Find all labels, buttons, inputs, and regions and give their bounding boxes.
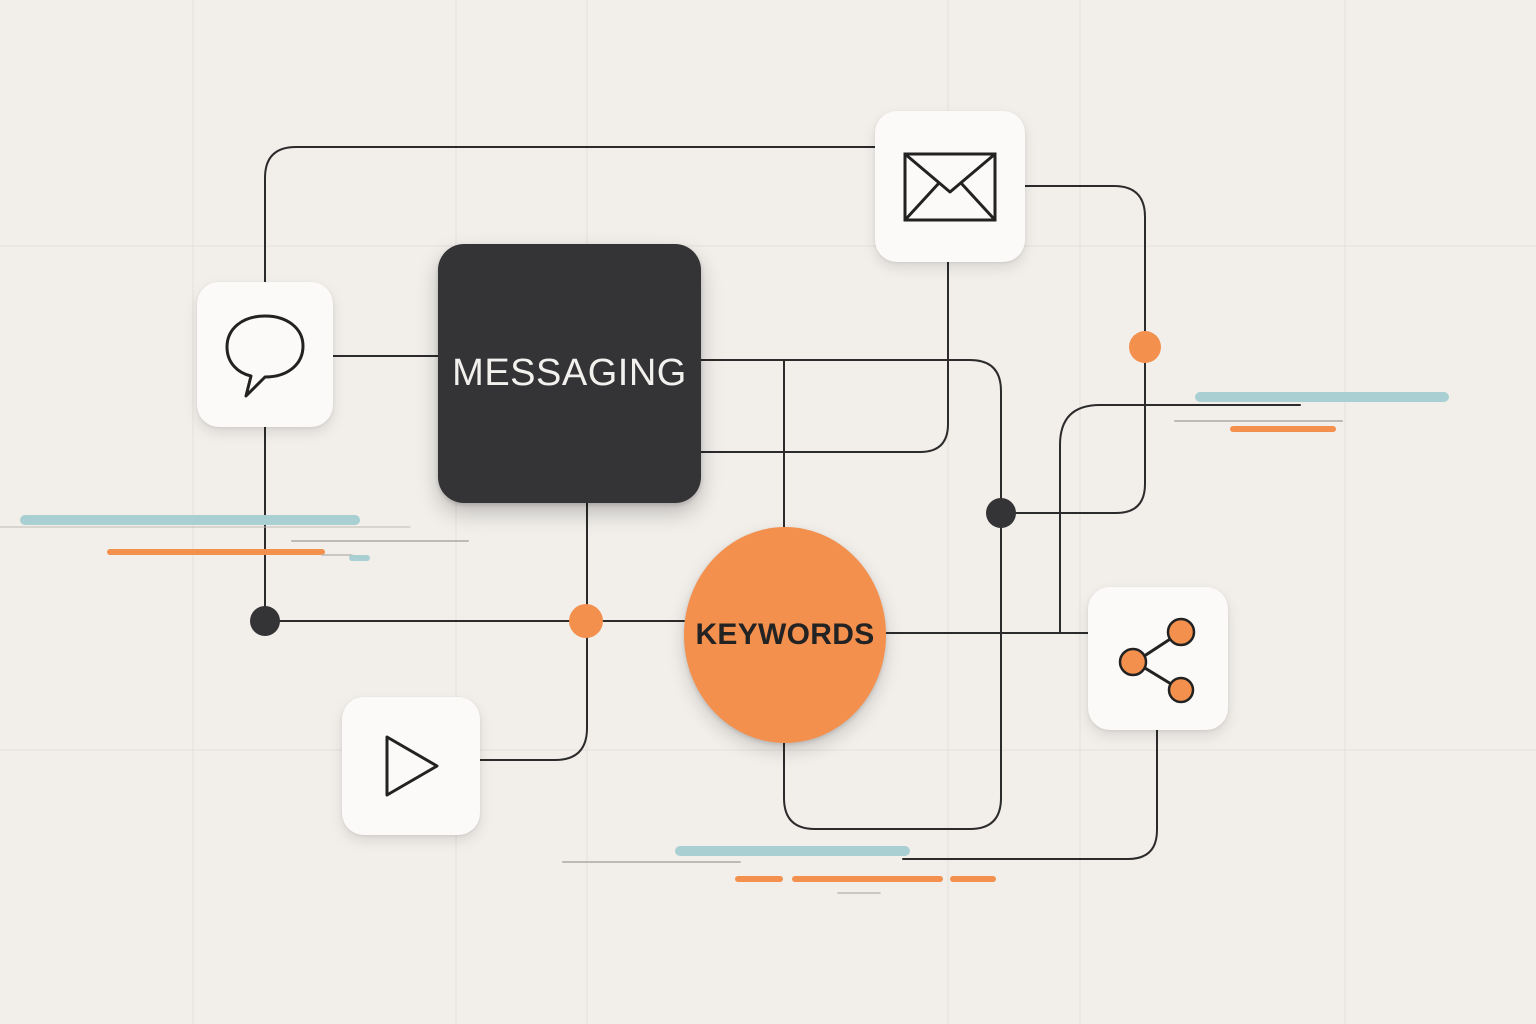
junction-dot-dark-right bbox=[986, 498, 1016, 528]
share-icon bbox=[1118, 617, 1196, 703]
chat-tile[interactable] bbox=[197, 282, 333, 427]
messaging-label: MESSAGING bbox=[452, 352, 687, 394]
play-tile[interactable] bbox=[342, 697, 480, 835]
play-icon bbox=[385, 735, 439, 797]
envelope-icon bbox=[903, 152, 997, 221]
share-tile[interactable] bbox=[1088, 587, 1228, 730]
keywords-label: KEYWORDS bbox=[695, 618, 875, 651]
junction-dot-left bbox=[250, 606, 280, 636]
connector-lines bbox=[264, 146, 1301, 860]
mail-tile[interactable] bbox=[875, 111, 1025, 262]
junction-dot-orange-right bbox=[1129, 331, 1161, 363]
messaging-node[interactable]: MESSAGING bbox=[438, 244, 701, 503]
junction-dot-orange-center bbox=[569, 604, 603, 638]
decor-bars-bottom bbox=[562, 846, 996, 894]
decor-bars-right bbox=[1174, 392, 1449, 432]
chat-bubble-icon bbox=[225, 314, 305, 397]
decor-bars-left bbox=[0, 515, 469, 561]
keywords-node[interactable]: KEYWORDS bbox=[684, 527, 886, 743]
